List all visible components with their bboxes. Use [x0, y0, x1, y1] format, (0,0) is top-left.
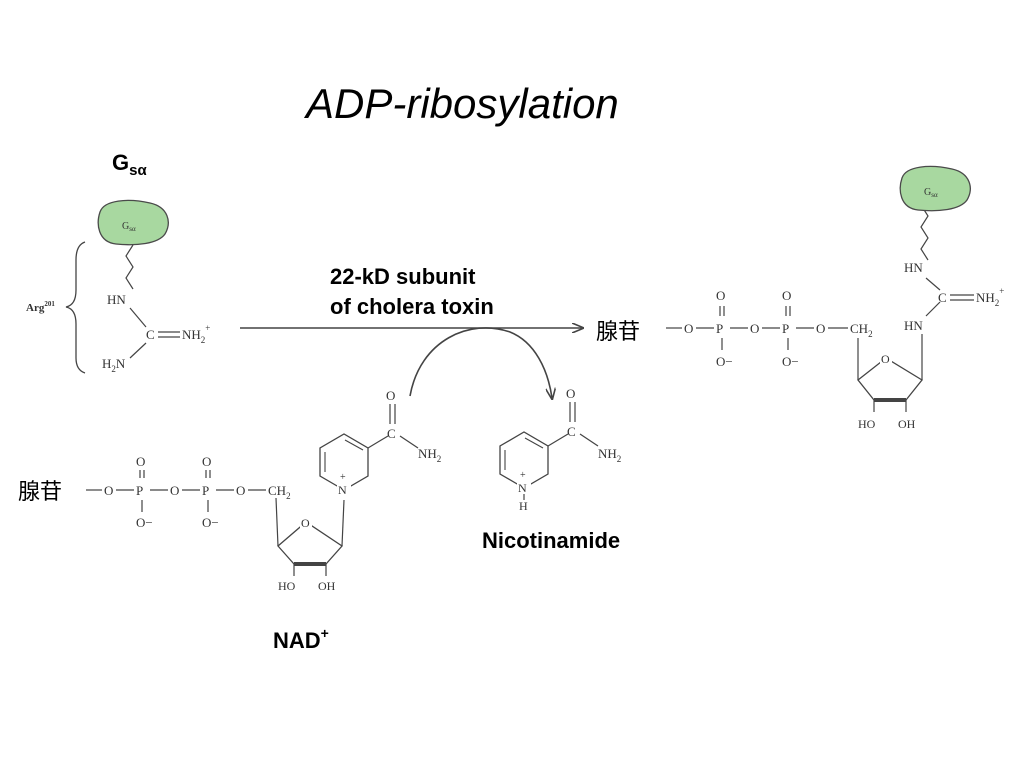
- prod-hn-bottom: HN: [904, 318, 923, 333]
- nad-ring-plus: +: [340, 472, 346, 483]
- nad-ch2: CH2: [268, 483, 291, 501]
- nad-p1-o-bottom: O−: [136, 515, 153, 530]
- nicotinamide-n: N: [518, 481, 527, 495]
- nad-amide-o: O: [386, 388, 395, 403]
- nicotinamide-molecule: N + H C O NH2: [499, 386, 621, 513]
- prod-p1-o-top: O: [716, 288, 725, 303]
- arg201-label: Arg201: [26, 300, 55, 314]
- prod-p2-o-bottom: O−: [782, 354, 799, 369]
- protein-blob-left-label: Gsα: [122, 221, 136, 233]
- nad-amide-nh2: NH2: [418, 446, 441, 464]
- nicotinamide-c: C: [567, 424, 576, 439]
- enzyme-label: 22-kD subunit of cholera toxin: [330, 262, 494, 322]
- prod-oh: OH: [898, 417, 916, 431]
- prod-ho: HO: [858, 417, 876, 431]
- prod-ribose-ring: [857, 357, 923, 401]
- c-atom-left: C: [146, 327, 155, 342]
- prod-p2-o-top: O: [782, 288, 791, 303]
- side-chain-right: [920, 204, 929, 261]
- nad-o2: O: [170, 483, 179, 498]
- side-chain-left: [125, 244, 134, 290]
- protein-blob-right: [899, 165, 971, 212]
- nad-p1: P: [136, 483, 143, 498]
- reactant-gs-arginine: Gsα Arg201 HN C NH2+ H2N: [26, 199, 210, 374]
- nh2plus-atom-left: NH2+: [182, 323, 210, 345]
- prod-ribose-o: O: [881, 352, 890, 366]
- nicotinamide-o: O: [566, 386, 575, 401]
- nad-base: NAD: [273, 628, 321, 653]
- nicotinamide-label: Nicotinamide: [482, 528, 621, 553]
- nad-pyridinium-ring: [319, 433, 369, 491]
- nad-label: NAD+: [273, 625, 329, 654]
- nad-p2-o-top: O: [202, 454, 211, 469]
- h2n-atom-left: H2N: [102, 356, 126, 374]
- nicotinamide-nh2: NH2: [598, 446, 621, 464]
- enzyme-label-line1: 22-kD subunit: [330, 264, 476, 289]
- prod-nh2plus: NH2+: [976, 286, 1004, 308]
- prod-p1: P: [716, 321, 723, 336]
- nad-p2-o-bottom: O−: [202, 515, 219, 530]
- prod-ch2: CH2: [850, 321, 873, 339]
- bracket-left: [65, 241, 86, 374]
- curved-arrow: [409, 327, 552, 398]
- gs-alpha-label: Gsα: [112, 150, 147, 179]
- adenosine-label-product: 腺苷: [596, 320, 641, 345]
- protein-blob-left: [97, 199, 169, 246]
- protein-blob-right-label: Gsα: [924, 187, 938, 199]
- nicotinamide-ring: [499, 431, 549, 489]
- adenosine-label-nad: 腺苷: [18, 480, 63, 505]
- nad-sup: +: [320, 625, 329, 641]
- nicotinamide-plus: +: [520, 470, 526, 481]
- nad-ho: HO: [278, 579, 296, 593]
- prod-o1: O: [684, 321, 693, 336]
- nad-o1: O: [104, 483, 113, 498]
- nad-ring-n: N: [338, 483, 347, 497]
- prod-o3: O: [816, 321, 825, 336]
- gs-alpha-sub: sα: [129, 162, 147, 179]
- nad-molecule: O P O O− O P O O− O CH2 O: [86, 388, 441, 593]
- gs-alpha-base: G: [112, 150, 130, 175]
- enzyme-label-line2: of cholera toxin: [330, 294, 494, 319]
- nad-ribose-o: O: [301, 516, 310, 530]
- nad-oh: OH: [318, 579, 336, 593]
- prod-p1-o-bottom: O−: [716, 354, 733, 369]
- prod-o2: O: [750, 321, 759, 336]
- nad-o3: O: [236, 483, 245, 498]
- nad-p2: P: [202, 483, 209, 498]
- hn-atom-left: HN: [107, 292, 126, 307]
- prod-p2: P: [782, 321, 789, 336]
- product-adp-ribosyl-gs: O P O O− O P O O− O CH2 O: [666, 165, 1004, 431]
- nad-amide-c: C: [387, 426, 396, 441]
- prod-c: C: [938, 290, 947, 305]
- prod-hn-top: HN: [904, 260, 923, 275]
- nad-p1-o-top: O: [136, 454, 145, 469]
- nicotinamide-h: H: [519, 499, 528, 513]
- slide-title: ADP-ribosylation: [306, 80, 619, 127]
- nad-ribose-ring: [277, 521, 343, 565]
